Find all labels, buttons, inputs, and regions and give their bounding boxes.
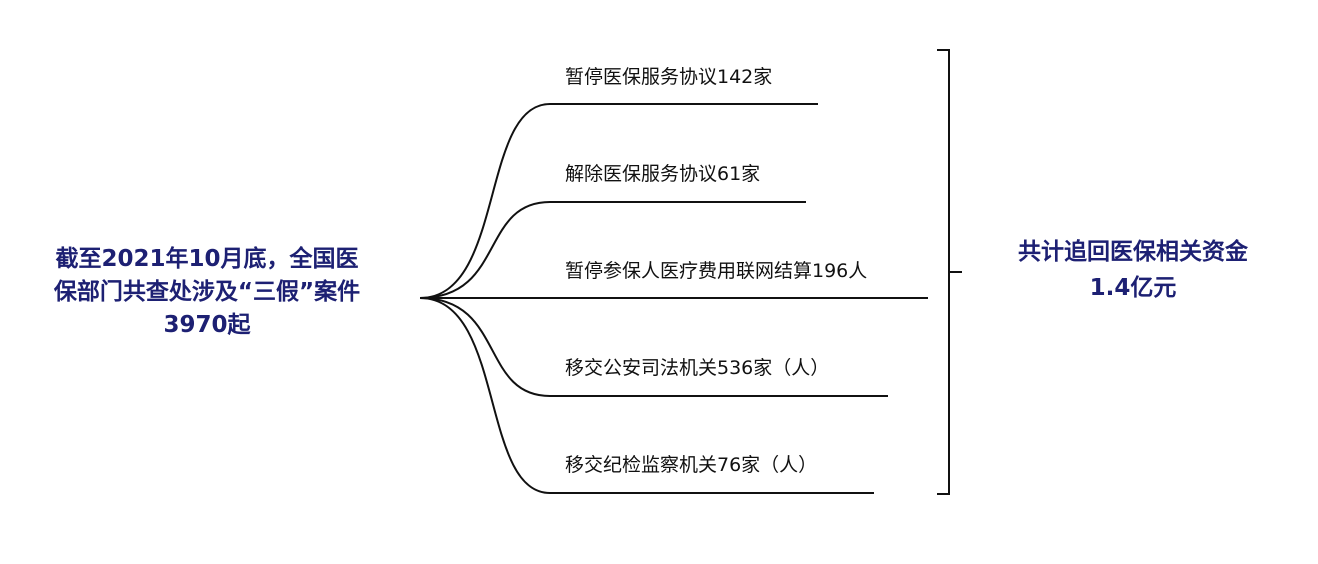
- branch-connector-4: [419, 297, 888, 397]
- branch-connector-5: [419, 297, 874, 494]
- summary-bracket: [937, 49, 950, 495]
- summary-node-text: 共计追回医保相关资金 1.4亿元: [1018, 239, 1248, 301]
- branch-connector-1: [419, 103, 818, 299]
- branch-label-5: 移交纪检监察机关76家（人）: [565, 454, 818, 476]
- branch-label-3: 暂停参保人医疗费用联网结算196人: [565, 260, 868, 282]
- branch-label-2: 解除医保服务协议61家: [565, 163, 761, 185]
- root-node-text: 截至2021年10月底，全国医 保部门共查处涉及“三假”案件 3970起: [53, 246, 361, 338]
- branch-label-1: 暂停医保服务协议142家: [565, 66, 773, 88]
- branch-label-4: 移交公安司法机关536家（人）: [565, 357, 830, 379]
- branch-connector-2: [419, 201, 806, 299]
